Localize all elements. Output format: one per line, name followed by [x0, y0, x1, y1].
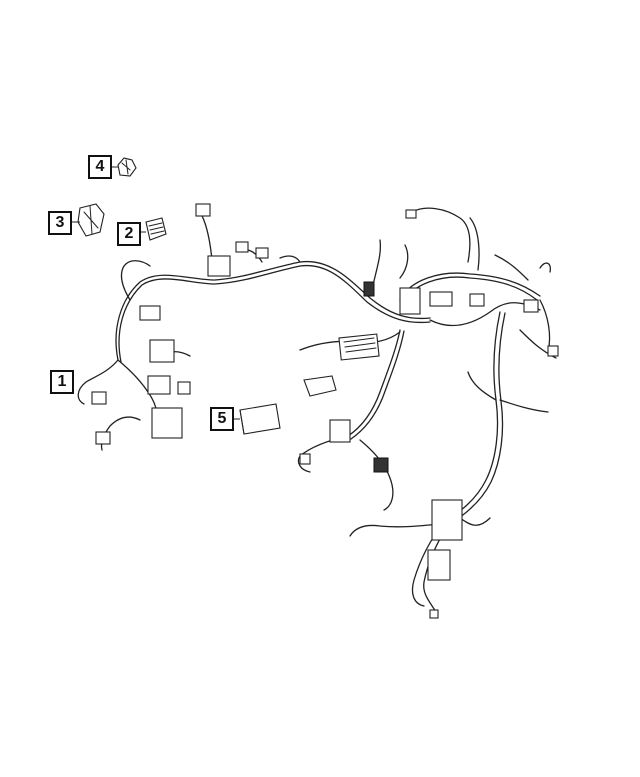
callout-2: 2	[117, 222, 141, 246]
callout-3: 3	[48, 211, 72, 235]
part-2-connector	[140, 217, 167, 241]
part-1-main-harness	[77, 207, 557, 613]
part-4-connector-clip	[112, 157, 137, 177]
callout-4: 4	[88, 155, 112, 179]
callout-5: 5	[210, 407, 234, 431]
harness-connectors	[91, 203, 559, 619]
part-5-module	[234, 403, 281, 435]
callout-1: 1	[50, 370, 74, 394]
part-3-bracket	[72, 203, 105, 237]
